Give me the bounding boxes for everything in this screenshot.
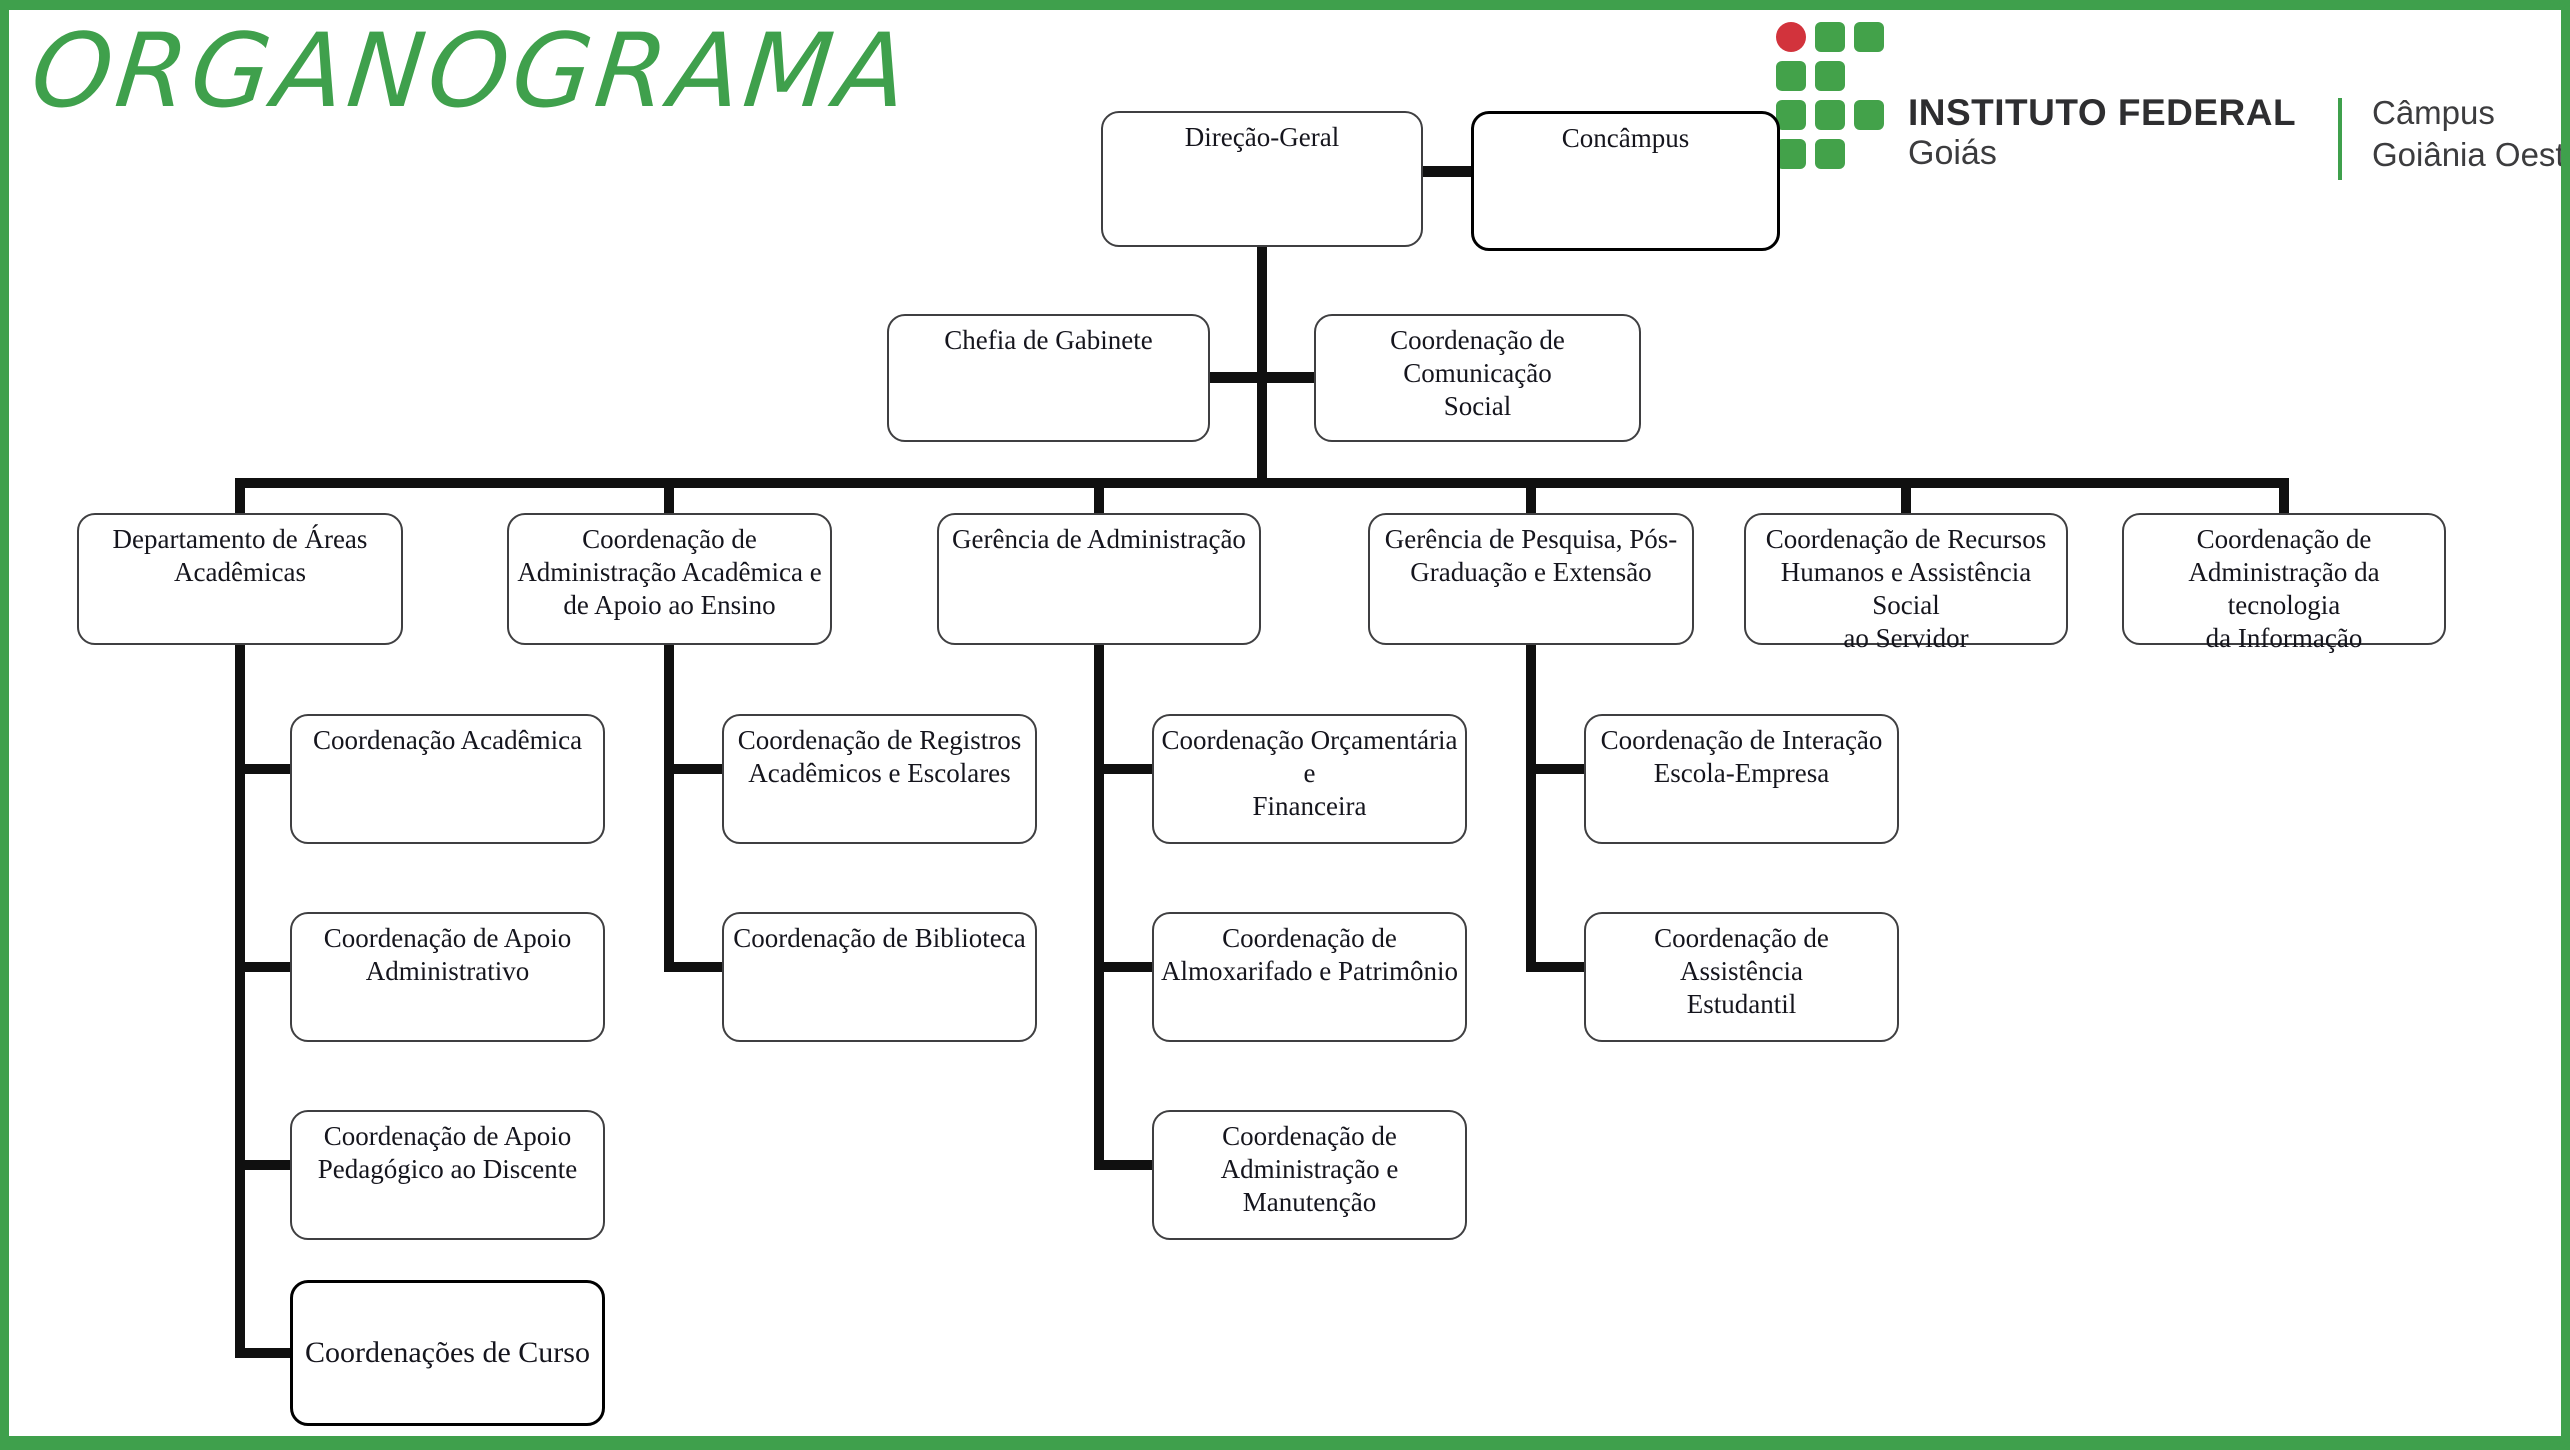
- org-box-almoxarifado-patrimonio: Coordenação de Almoxarifado e Patrimônio: [1152, 912, 1467, 1042]
- brand-unit-name: Goiás: [1908, 134, 1997, 172]
- brand-campus-name: Goiânia Oeste: [2372, 136, 2570, 173]
- connector-child-stub: [1531, 962, 1589, 972]
- page-title: ORGANOGRAMA: [26, 12, 917, 131]
- logo-square: [1776, 100, 1806, 130]
- connector-branch-stub: [664, 483, 674, 517]
- connector-child-stub: [1099, 1160, 1157, 1170]
- logo-square: [1854, 100, 1884, 130]
- connector-branch-stub: [2279, 483, 2289, 517]
- connector-col4-vertical: [1526, 640, 1536, 972]
- org-box-recursos-humanos: Coordenação de Recursos Humanos e Assist…: [1744, 513, 2068, 653]
- logo-square: [1776, 61, 1806, 91]
- org-box-comunicacao-social: Coordenação de Comunicação Social: [1314, 314, 1641, 442]
- org-box-orcamentaria-financeira: Coordenação Orçamentária e Financeira: [1152, 714, 1467, 844]
- connector-child-stub: [1099, 764, 1157, 774]
- org-box-gerencia-pesquisa: Gerência de Pesquisa, Pós- Graduação e E…: [1368, 513, 1694, 645]
- connector-col1-vertical: [235, 640, 245, 1358]
- logo-square: [1815, 100, 1845, 130]
- connector-child-stub: [1531, 764, 1589, 774]
- logo-red-dot: [1776, 22, 1806, 52]
- org-box-biblioteca: Coordenação de Biblioteca: [722, 912, 1037, 1042]
- org-box-chefia-gabinete: Chefia de Gabinete: [887, 314, 1210, 442]
- connector-staff-row: [1210, 372, 1314, 383]
- connector-child-stub: [669, 962, 727, 972]
- ifg-logo: [1776, 22, 1884, 169]
- logo-square: [1815, 61, 1845, 91]
- connector-root-trunk: [1257, 246, 1267, 486]
- org-box-registros-academicos: Coordenação de Registros Acadêmicos e Es…: [722, 714, 1037, 844]
- connector-child-stub: [240, 962, 295, 972]
- connector-child-stub: [240, 764, 295, 774]
- connector-branch-stub: [235, 483, 245, 517]
- connector-col3-vertical: [1094, 640, 1104, 1170]
- org-box-apoio-administrativo: Coordenação de Apoio Administrativo: [290, 912, 605, 1042]
- logo-square: [1815, 139, 1845, 169]
- brand-institute-name: INSTITUTO FEDERAL: [1908, 92, 2297, 133]
- connector-col2-vertical: [664, 640, 674, 972]
- connector-root-council: [1423, 166, 1471, 177]
- brand-separator: [2338, 98, 2342, 180]
- org-box-gerencia-administracao: Gerência de Administração: [937, 513, 1261, 645]
- org-box-apoio-pedagogico: Coordenação de Apoio Pedagógico ao Disce…: [290, 1110, 605, 1240]
- brand-campus-label: Câmpus: [2372, 94, 2495, 131]
- connector-child-stub: [240, 1160, 295, 1170]
- org-box-departamento-areas-academicas: Departamento de Áreas Acadêmicas: [77, 513, 403, 645]
- connector-branch-stub: [1901, 483, 1911, 517]
- org-box-concampus: Concâmpus: [1471, 111, 1780, 251]
- org-box-coordenacao-academica: Coordenação Acadêmica: [290, 714, 605, 844]
- logo-square: [1776, 139, 1806, 169]
- connector-branch-stub: [1526, 483, 1536, 517]
- logo-empty-cell: [1854, 61, 1884, 91]
- org-box-direcao-geral: Direção-Geral: [1101, 111, 1423, 247]
- logo-empty-cell: [1854, 139, 1884, 169]
- org-box-administracao-manutencao: Coordenação de Administração e Manutençã…: [1152, 1110, 1467, 1240]
- connector-main-horizontal: [235, 478, 2289, 488]
- logo-square: [1815, 22, 1845, 52]
- connector-child-stub: [669, 764, 727, 774]
- org-box-adm-academica-apoio-ensino: Coordenação de Administração Acadêmica e…: [507, 513, 832, 645]
- connector-child-stub: [240, 1348, 295, 1358]
- connector-child-stub: [1099, 962, 1157, 972]
- connector-branch-stub: [1094, 483, 1104, 517]
- logo-square: [1854, 22, 1884, 52]
- org-box-coordenacoes-curso: Coordenações de Curso: [290, 1280, 605, 1426]
- org-box-assistencia-estudantil: Coordenação de Assistência Estudantil: [1584, 912, 1899, 1042]
- org-box-interacao-escola-empresa: Coordenação de Interação Escola-Empresa: [1584, 714, 1899, 844]
- org-box-tecnologia-informacao: Coordenação de Administração da tecnolog…: [2122, 513, 2446, 653]
